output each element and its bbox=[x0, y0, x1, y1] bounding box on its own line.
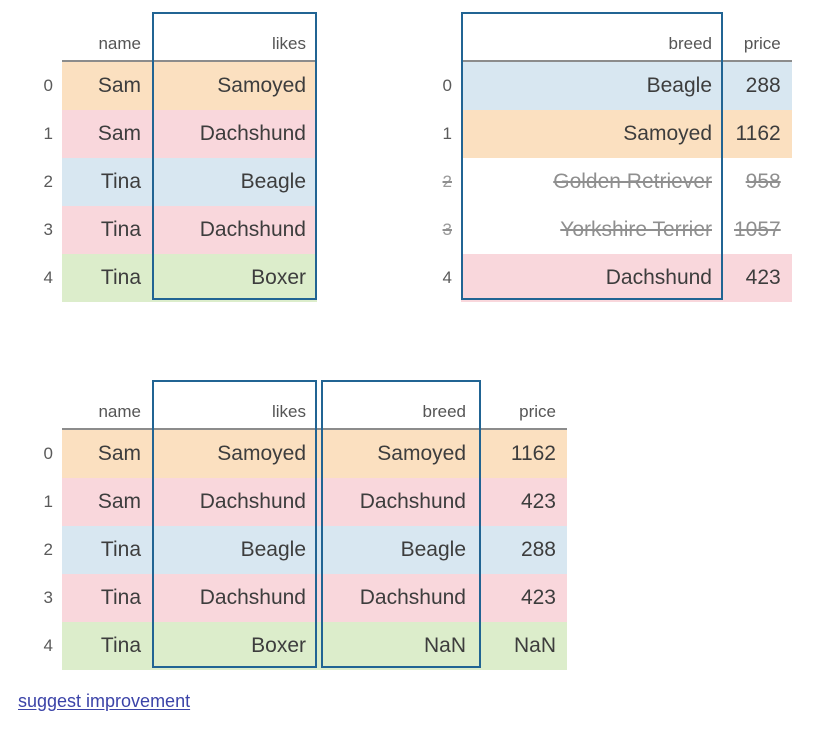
cell-breed: Samoyed bbox=[317, 429, 477, 478]
cell-price: 1057 bbox=[723, 206, 792, 254]
table-row: 4 Tina Boxer NaN NaN bbox=[30, 622, 567, 670]
cell-breed: Beagle bbox=[461, 61, 723, 110]
cell-name: Tina bbox=[62, 206, 152, 254]
likes-table-header: name likes bbox=[30, 10, 317, 62]
column-header-likes[interactable]: likes bbox=[152, 10, 317, 62]
breeds-table-body: 0 Beagle 288 1 Samoyed 1162 2 Golden Ret… bbox=[425, 61, 792, 302]
table-row: 4 Tina Boxer bbox=[30, 254, 317, 302]
table-row-dropped: 3 Yorkshire Terrier 1057 bbox=[425, 206, 792, 254]
cell-price: 288 bbox=[477, 526, 567, 574]
column-header-breed[interactable]: breed bbox=[461, 10, 723, 62]
likes-table-body: 0 Sam Samoyed 1 Sam Dachshund 2 Tina Bea… bbox=[30, 61, 317, 302]
index-column-header bbox=[30, 10, 62, 61]
row-index: 1 bbox=[442, 124, 452, 143]
cell-likes: Boxer bbox=[152, 254, 317, 302]
row-index: 1 bbox=[43, 492, 53, 511]
cell-price: NaN bbox=[477, 622, 567, 670]
header-row: name likes breed price bbox=[30, 378, 567, 430]
merged-table-header: name likes breed price bbox=[30, 378, 567, 430]
cell-price: 1162 bbox=[723, 110, 792, 158]
row-index: 0 bbox=[43, 75, 53, 95]
cell-price: 1162 bbox=[477, 429, 567, 478]
table-row: 0 Sam Samoyed bbox=[30, 61, 317, 110]
cell-name: Tina bbox=[62, 526, 152, 574]
column-header-price[interactable]: price bbox=[723, 10, 792, 62]
row-index: 4 bbox=[442, 268, 452, 287]
table-row: 0 Sam Samoyed Samoyed 1162 bbox=[30, 429, 567, 478]
column-header-price[interactable]: price bbox=[477, 378, 567, 430]
cell-name: Tina bbox=[62, 622, 152, 670]
row-index: 2 bbox=[442, 172, 452, 191]
cell-price: 423 bbox=[723, 254, 792, 302]
row-index: 4 bbox=[43, 636, 53, 655]
index-column-header bbox=[425, 10, 461, 61]
cell-breed: Dachshund bbox=[317, 478, 477, 526]
cell-breed: Dachshund bbox=[461, 254, 723, 302]
table-row: 2 Tina Beagle bbox=[30, 158, 317, 206]
column-header-name[interactable]: name bbox=[62, 378, 152, 430]
table-row: 3 Tina Dachshund bbox=[30, 206, 317, 254]
column-header-breed[interactable]: breed bbox=[317, 378, 477, 430]
cell-price: 288 bbox=[723, 61, 792, 110]
cell-name: Tina bbox=[62, 158, 152, 206]
table-row: 1 Sam Dachshund Dachshund 423 bbox=[30, 478, 567, 526]
row-index: 3 bbox=[43, 220, 53, 239]
row-index: 0 bbox=[442, 75, 452, 95]
cell-name: Sam bbox=[62, 110, 152, 158]
merged-table: name likes breed price 0 Sam Samoyed Sam… bbox=[30, 378, 567, 670]
breeds-table: breed price 0 Beagle 288 1 Samoyed 1162 … bbox=[425, 10, 792, 302]
cell-likes: Dachshund bbox=[152, 478, 317, 526]
cell-likes: Beagle bbox=[152, 526, 317, 574]
header-row: breed price bbox=[425, 10, 792, 62]
cell-price: 423 bbox=[477, 478, 567, 526]
row-index: 3 bbox=[43, 588, 53, 607]
row-index: 1 bbox=[43, 124, 53, 143]
cell-likes: Dachshund bbox=[152, 206, 317, 254]
cell-name: Sam bbox=[62, 429, 152, 478]
cell-name: Tina bbox=[62, 574, 152, 622]
cell-name: Sam bbox=[62, 61, 152, 110]
row-index: 4 bbox=[43, 268, 53, 287]
cell-likes: Samoyed bbox=[152, 429, 317, 478]
row-index: 2 bbox=[43, 540, 53, 559]
cell-breed: Yorkshire Terrier bbox=[461, 206, 723, 254]
cell-price: 958 bbox=[723, 158, 792, 206]
cell-likes: Dachshund bbox=[152, 574, 317, 622]
cell-likes: Boxer bbox=[152, 622, 317, 670]
cell-likes: Dachshund bbox=[152, 110, 317, 158]
table-row-dropped: 2 Golden Retriever 958 bbox=[425, 158, 792, 206]
cell-name: Tina bbox=[62, 254, 152, 302]
cell-price: 423 bbox=[477, 574, 567, 622]
table-row: 3 Tina Dachshund Dachshund 423 bbox=[30, 574, 567, 622]
index-column-header bbox=[30, 378, 62, 429]
column-header-likes[interactable]: likes bbox=[152, 378, 317, 430]
cell-likes: Beagle bbox=[152, 158, 317, 206]
cell-breed: Golden Retriever bbox=[461, 158, 723, 206]
header-row: name likes bbox=[30, 10, 317, 62]
merged-table-body: 0 Sam Samoyed Samoyed 1162 1 Sam Dachshu… bbox=[30, 429, 567, 670]
row-index: 0 bbox=[43, 443, 53, 463]
table-row: 4 Dachshund 423 bbox=[425, 254, 792, 302]
suggest-improvement-link[interactable]: suggest improvement bbox=[18, 691, 191, 711]
table-row: 1 Samoyed 1162 bbox=[425, 110, 792, 158]
table-row: 1 Sam Dachshund bbox=[30, 110, 317, 158]
cell-name: Sam bbox=[62, 478, 152, 526]
table-row: 2 Tina Beagle Beagle 288 bbox=[30, 526, 567, 574]
cell-breed: NaN bbox=[317, 622, 477, 670]
breeds-table-header: breed price bbox=[425, 10, 792, 62]
table-row: 0 Beagle 288 bbox=[425, 61, 792, 110]
cell-breed: Beagle bbox=[317, 526, 477, 574]
cell-breed: Dachshund bbox=[317, 574, 477, 622]
cell-breed: Samoyed bbox=[461, 110, 723, 158]
row-index: 3 bbox=[442, 220, 452, 239]
cell-likes: Samoyed bbox=[152, 61, 317, 110]
likes-table: name likes 0 Sam Samoyed 1 Sam Dachshund… bbox=[30, 10, 317, 302]
row-index: 2 bbox=[43, 172, 53, 191]
column-header-name[interactable]: name bbox=[62, 10, 152, 62]
